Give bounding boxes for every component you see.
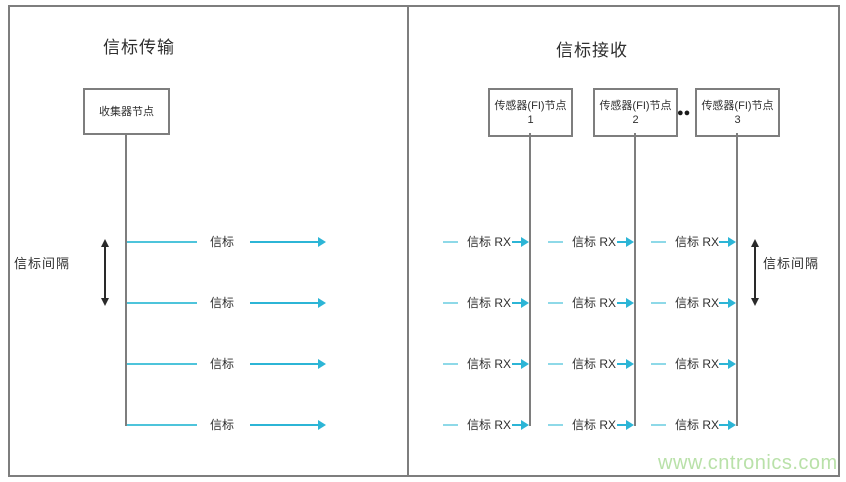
rx-dash <box>443 302 458 304</box>
beacon-arrow <box>250 424 318 426</box>
collector-node-label: 收集器节点 <box>99 105 154 118</box>
beacon-arrowhead-icon <box>318 237 326 247</box>
beacon-label: 信标 <box>209 235 234 249</box>
rx-arrowhead-icon <box>626 359 634 369</box>
rx-arrowhead-icon <box>728 237 736 247</box>
rx-arrowhead-icon <box>728 359 736 369</box>
rx-dash <box>548 424 563 426</box>
rx-dash <box>548 363 563 365</box>
collector-timeline <box>125 135 127 426</box>
left-interval-label: 信标间隔 <box>14 256 71 271</box>
sensor-node-number: 3 <box>734 113 741 126</box>
beacon-label: 信标 <box>209 296 234 310</box>
sensor-node-3-box: 传感器(FI)节点 3 <box>695 88 780 137</box>
rx-arrowhead-icon <box>728 298 736 308</box>
rx-arrow <box>512 302 522 304</box>
beacon-arrow <box>250 363 318 365</box>
rx-arrowhead-icon <box>626 420 634 430</box>
rx-arrow <box>719 363 729 365</box>
beacon-rx-label: 信标 RX <box>466 357 511 371</box>
beacon-rx-label: 信标 RX <box>466 296 511 310</box>
sensor-node-label: 传感器(FI)节点 <box>599 99 672 112</box>
beacon-rx-label: 信标 RX <box>571 296 616 310</box>
rx-arrow <box>512 424 522 426</box>
rx-arrowhead-icon <box>626 298 634 308</box>
beacon-line <box>127 241 197 243</box>
sensor-node-number: 2 <box>632 113 639 126</box>
rx-dash <box>443 241 458 243</box>
left-panel-title: 信标传输 <box>103 38 175 57</box>
collector-node-box: 收集器节点 <box>83 88 170 135</box>
beacon-arrow <box>250 302 318 304</box>
rx-arrow <box>617 424 627 426</box>
rx-arrow <box>719 424 729 426</box>
rx-arrow <box>719 302 729 304</box>
beacon-arrowhead-icon <box>318 298 326 308</box>
beacon-arrow <box>250 241 318 243</box>
rx-arrow <box>617 241 627 243</box>
beacon-rx-label: 信标 RX <box>674 418 719 432</box>
rx-dash <box>651 363 666 365</box>
beacon-arrowhead-icon <box>318 420 326 430</box>
beacon-rx-label: 信标 RX <box>466 235 511 249</box>
beacon-rx-label: 信标 RX <box>674 296 719 310</box>
rx-arrow <box>512 241 522 243</box>
right-interval-label: 信标间隔 <box>763 256 820 271</box>
panel-divider <box>407 5 409 475</box>
rx-arrow <box>617 363 627 365</box>
beacon-rx-label: 信标 RX <box>674 357 719 371</box>
watermark: www.cntronics.com <box>658 452 838 474</box>
sensor-2-timeline <box>634 133 636 426</box>
left-interval-double-arrow-icon <box>101 239 109 306</box>
beacon-rx-label: 信标 RX <box>571 357 616 371</box>
rx-arrowhead-icon <box>521 298 529 308</box>
right-interval-double-arrow-icon <box>751 239 759 306</box>
rx-arrowhead-icon <box>521 237 529 247</box>
rx-dash <box>548 302 563 304</box>
beacon-line <box>127 424 197 426</box>
beacon-label: 信标 <box>209 357 234 371</box>
sensor-node-number: 1 <box>527 113 534 126</box>
beacon-label: 信标 <box>209 418 234 432</box>
rx-arrowhead-icon <box>521 359 529 369</box>
sensor-node-1-box: 传感器(FI)节点 1 <box>488 88 573 137</box>
beacon-rx-label: 信标 RX <box>674 235 719 249</box>
rx-arrow <box>719 241 729 243</box>
rx-dash <box>651 424 666 426</box>
sensor-3-timeline <box>736 133 738 426</box>
rx-arrowhead-icon <box>521 420 529 430</box>
rx-arrow <box>512 363 522 365</box>
sensor-node-2-box: 传感器(FI)节点 2 <box>593 88 678 137</box>
beacon-rx-label: 信标 RX <box>571 418 616 432</box>
sensor-node-label: 传感器(FI)节点 <box>494 99 567 112</box>
outer-frame <box>8 5 840 477</box>
sensor-node-label: 传感器(FI)节点 <box>701 99 774 112</box>
beacon-line <box>127 302 197 304</box>
beacon-rx-label: 信标 RX <box>466 418 511 432</box>
sensor-1-timeline <box>529 133 531 426</box>
beacon-arrowhead-icon <box>318 359 326 369</box>
rx-arrowhead-icon <box>626 237 634 247</box>
beacon-rx-label: 信标 RX <box>571 235 616 249</box>
rx-dash <box>443 424 458 426</box>
rx-dash <box>651 302 666 304</box>
rx-dash <box>651 241 666 243</box>
rx-arrowhead-icon <box>728 420 736 430</box>
beacon-line <box>127 363 197 365</box>
rx-arrow <box>617 302 627 304</box>
rx-dash <box>443 363 458 365</box>
right-panel-title: 信标接收 <box>556 41 628 60</box>
rx-dash <box>548 241 563 243</box>
ellipsis-dots-icon: ●● <box>677 107 691 119</box>
